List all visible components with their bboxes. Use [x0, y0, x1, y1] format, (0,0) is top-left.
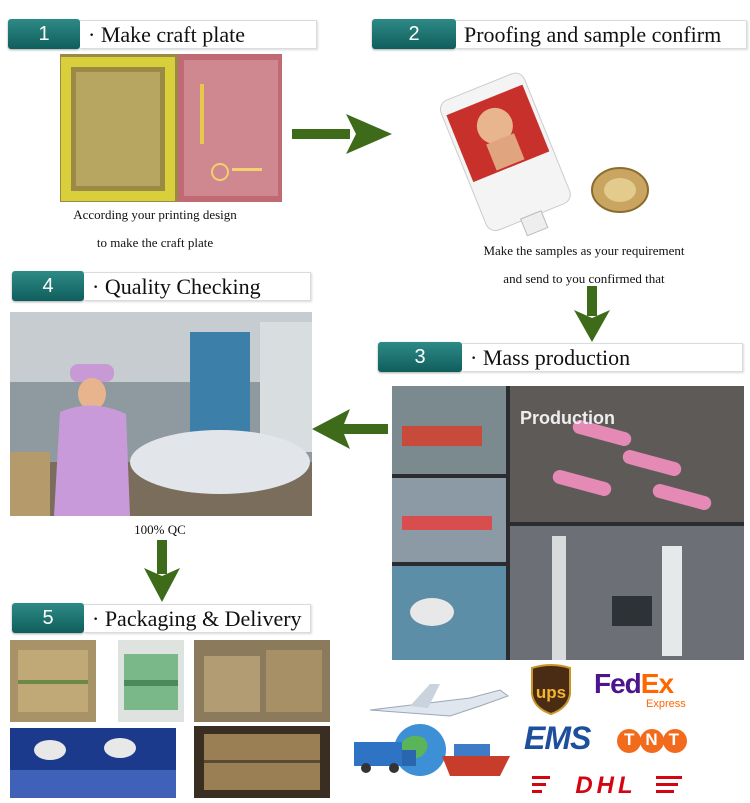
step-5-number: 5: [12, 603, 84, 633]
fedex-logo-ex: Ex: [640, 668, 674, 699]
craft-plate-photo: [60, 54, 282, 202]
fedex-logo-fed: Fed: [594, 668, 642, 699]
step-1-caption-line-2: to make the craft plate: [96, 235, 214, 250]
step-4-header: 4 · Quality Checking: [12, 271, 312, 301]
packaging-photo-2: [118, 640, 184, 722]
step-2-number: 2: [372, 19, 456, 49]
step-4-number: 4: [12, 271, 84, 301]
step-2-header: 2 Proofing and sample confirm: [372, 19, 747, 49]
step-2-caption-line-2: and send to you confirmed that: [503, 271, 665, 286]
packaging-photo-4: [10, 728, 176, 798]
step-4-caption: 100% QC: [134, 522, 186, 537]
ems-logo-text: EMS: [524, 720, 591, 756]
ups-logo-text: ups: [536, 683, 566, 702]
step-4-title: · Quality Checking: [84, 272, 311, 301]
step-3-title: · Mass production: [462, 343, 743, 372]
arrow-right-icon: [292, 114, 392, 154]
step-1-header: 1 · Make craft plate: [8, 19, 318, 49]
packaging-photo-3: [194, 640, 330, 722]
step-1-caption-line-1: According your printing design: [73, 207, 237, 222]
tnt-logo: TNT: [616, 724, 688, 758]
production-photo-text: Production: [520, 408, 615, 428]
arrow-down-icon: [144, 540, 180, 602]
ups-logo: ups: [528, 664, 574, 716]
step-5-title: · Packaging & Delivery: [84, 604, 311, 633]
dhl-logo-text: DHL: [575, 772, 637, 799]
packaging-photo-5: [194, 726, 330, 798]
step-2-title: Proofing and sample confirm: [456, 20, 747, 49]
step-2-caption-line-1: Make the samples as your requirement: [483, 243, 685, 258]
packaging-photo-1: [10, 640, 96, 722]
fedex-logo-sub: Express: [646, 698, 686, 710]
sample-tube-photo: [430, 60, 670, 240]
step-1-number: 1: [8, 19, 80, 49]
step-3-header: 3 · Mass production: [378, 342, 746, 372]
quality-checking-photo: [10, 312, 312, 516]
tnt-logo-text: TNT: [624, 730, 691, 749]
arrow-left-icon: [312, 409, 388, 449]
fedex-logo: FedEx Express: [594, 668, 704, 712]
transport-illustration: [350, 676, 520, 786]
ems-logo: EMS: [524, 720, 614, 760]
step-1-title: · Make craft plate: [80, 20, 317, 49]
dhl-logo: DHL: [532, 772, 682, 799]
step-5-header: 5 · Packaging & Delivery: [12, 603, 312, 633]
mass-production-photo: Production: [392, 386, 744, 660]
step-3-number: 3: [378, 342, 462, 372]
arrow-down-icon: [574, 286, 610, 342]
